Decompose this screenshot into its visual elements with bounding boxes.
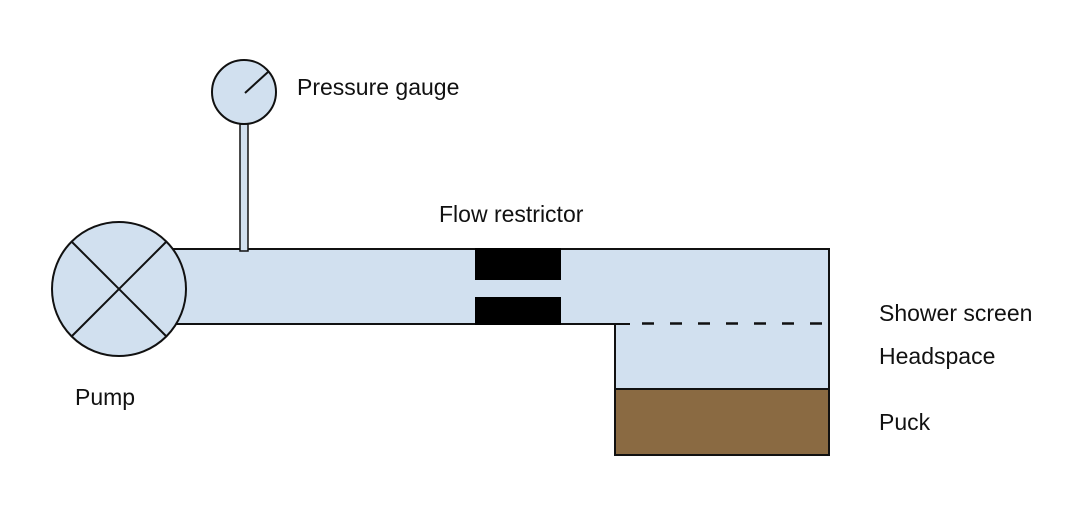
pressure-gauge-dial-icon	[211, 59, 277, 125]
pump	[51, 221, 187, 357]
flow-restrictor-upper-block	[475, 248, 561, 280]
flow-restrictor-lower-block	[475, 297, 561, 325]
flow-restrictor-label: Flow restrictor	[439, 201, 584, 227]
puck-layer	[614, 388, 830, 456]
pressure-gauge-stem	[239, 123, 249, 252]
puck-label: Puck	[879, 409, 931, 435]
pressure-gauge	[211, 59, 277, 125]
pressure-gauge-label: Pressure gauge	[297, 74, 459, 100]
headspace-label: Headspace	[879, 343, 995, 369]
flow-restrictor	[475, 248, 561, 325]
pressure-gauge-needle	[244, 71, 269, 94]
pump-label: Pump	[75, 384, 135, 410]
pump-cross-line-2	[71, 241, 167, 337]
shower-screen-label: Shower screen	[879, 300, 1032, 326]
